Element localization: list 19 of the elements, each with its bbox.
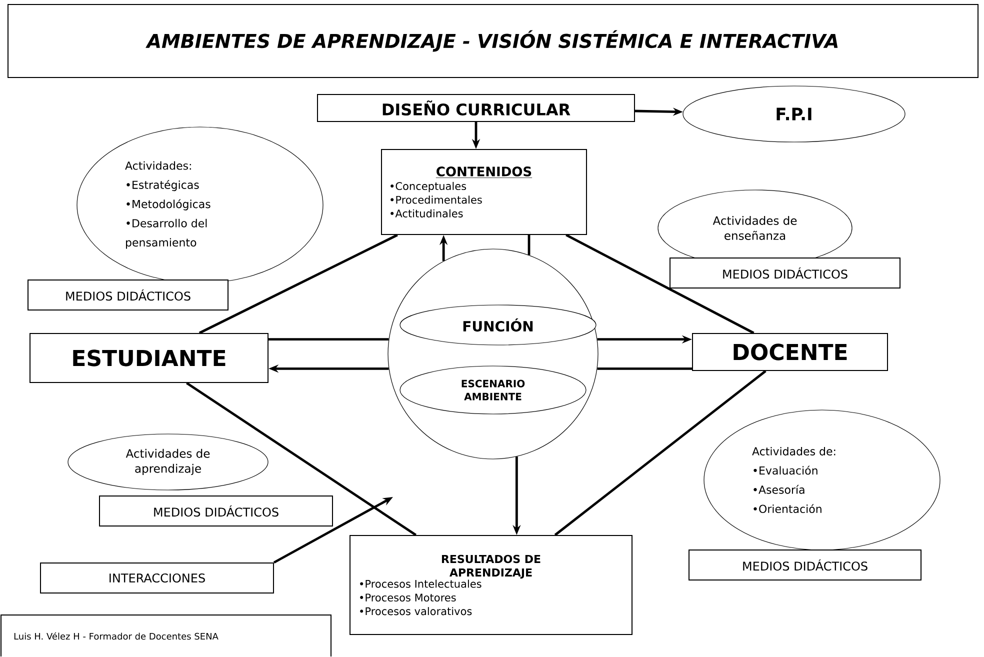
text-box: MEDIOS DIDÁCTICOS bbox=[99, 496, 333, 526]
connector-line bbox=[198, 234, 398, 334]
text-box: CONTENIDOS •Conceptuales •Procedimentales •Actitudinales bbox=[381, 149, 587, 235]
credit-box: Luis H. Vélez H - Formador de Docentes SENA bbox=[0, 614, 332, 657]
text-box: DOCENTE bbox=[692, 333, 888, 371]
text-box: MEDIOS DIDÁCTICOS bbox=[28, 280, 228, 310]
text-box: INTERACCIONES bbox=[40, 562, 274, 594]
text-box: RESULTADOS DE APRENDIZAJE •Procesos Intelectuales •Procesos Motores •Procesos valorativos bbox=[350, 535, 632, 635]
connector-line bbox=[186, 382, 417, 536]
text-box: DISEÑO CURRICULAR bbox=[317, 94, 635, 122]
text-box: MEDIOS DIDÁCTICOS bbox=[670, 258, 900, 288]
connector-line bbox=[566, 234, 754, 334]
connector-line bbox=[268, 338, 389, 341]
text-box: ESTUDIANTE bbox=[30, 333, 268, 383]
title-box: AMBIENTES DE APRENDIZAJE - VISIÓN SISTÉMICA E INTERACTIVA bbox=[8, 4, 978, 78]
connector-line bbox=[528, 235, 530, 256]
text-box: MEDIOS DIDÁCTICOS bbox=[688, 550, 922, 580]
connector-line bbox=[597, 367, 692, 370]
connector-line bbox=[554, 370, 766, 536]
